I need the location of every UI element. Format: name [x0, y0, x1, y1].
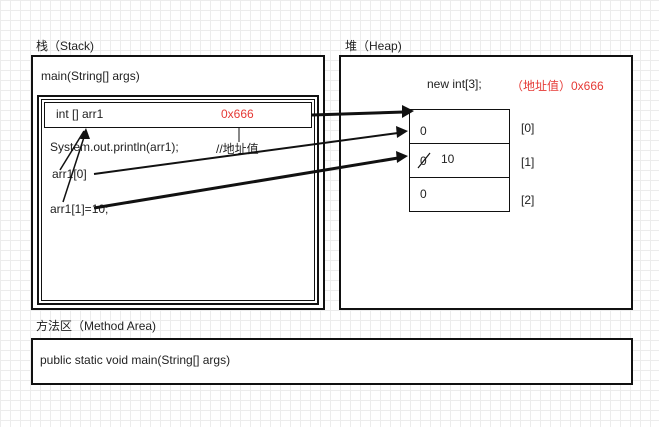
index0-arrow — [93, 132, 399, 175]
array-index-2: [2] — [521, 193, 535, 207]
index0-arrowhead — [396, 126, 408, 138]
arr1-index1-assignment: arr1[1]=10; — [50, 202, 109, 216]
method-signature: public static void main(String[] args) — [40, 353, 231, 367]
array-cell-2 — [409, 177, 510, 212]
arr1-declaration: int [] arr1 — [56, 107, 104, 121]
array-cell-2-value: 0 — [420, 187, 427, 201]
old-value-strike — [417, 152, 431, 169]
array-index-1: [1] — [521, 155, 535, 169]
main-frame — [37, 95, 319, 305]
stack-title: 栈（Stack) — [36, 39, 95, 53]
arr1-reference-arrow — [311, 110, 405, 117]
method-area-title: 方法区（Method Area) — [36, 319, 157, 333]
heap-title: 堆（Heap) — [345, 39, 402, 53]
main-frame-inner-border — [41, 99, 315, 301]
new-int-expression: new int[3]; — [427, 77, 482, 91]
main-frame-title: main(String[] args) — [41, 69, 140, 83]
arr1-1-to-var-line — [62, 130, 87, 203]
method-area — [31, 338, 633, 385]
index1-arrow — [93, 156, 399, 210]
arr1-reference-arrowhead — [402, 105, 414, 118]
arr1-variable-box — [44, 102, 312, 128]
arr1-index0-access: arr1[0] — [52, 167, 87, 181]
arr1-0-to-var-line — [59, 130, 85, 171]
array-cell-0-value: 0 — [420, 124, 427, 138]
array-index-0: [0] — [521, 121, 535, 135]
array-cell-1-value: 10 — [441, 152, 455, 166]
index1-arrowhead — [396, 151, 408, 163]
arr1-address-value: 0x666 — [221, 107, 254, 121]
heap-address-label: （地址值）0x666 — [511, 79, 604, 93]
var-pointer-arrowhead — [80, 128, 90, 139]
